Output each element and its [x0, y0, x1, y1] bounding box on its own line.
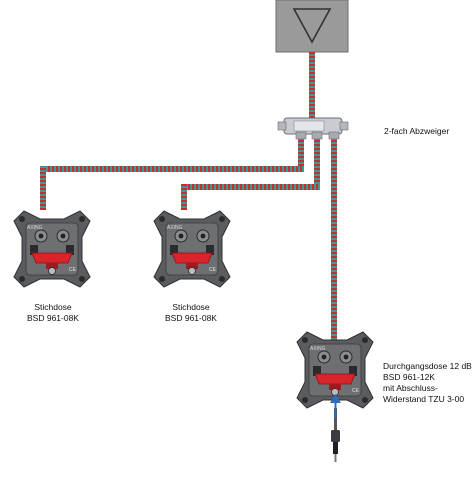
cable-to-outlet-1-drop [298, 132, 304, 170]
cable-to-outlet-2-down [181, 184, 187, 210]
amplifier-box [275, 0, 349, 53]
splitter-icon [277, 117, 349, 140]
trunk-cable [309, 52, 315, 118]
splitter-label: 2-fach Abzweiger [384, 126, 450, 136]
outlet-1-label: Stichdose BSD 961-08K [27, 302, 79, 323]
terminator-icon [331, 408, 340, 462]
outlet-2-label: Stichdose BSD 961-08K [165, 302, 217, 323]
cable-to-outlet-2-run [181, 184, 320, 190]
cable-to-outlet-2-drop [314, 132, 320, 188]
amplifier-triangle-icon [292, 8, 332, 44]
arrow-up-icon [330, 394, 341, 418]
cable-to-outlet-1-run [40, 166, 304, 172]
outlet-icon [13, 210, 91, 288]
cable-to-outlet-3 [331, 132, 337, 350]
cable-group [40, 132, 337, 350]
outlet-3-label: Durchgangsdose 12 dB BSD 961-12K mit Abs… [383, 361, 472, 404]
cable-to-outlet-1-down [40, 166, 46, 210]
outlet-icon [153, 210, 231, 288]
